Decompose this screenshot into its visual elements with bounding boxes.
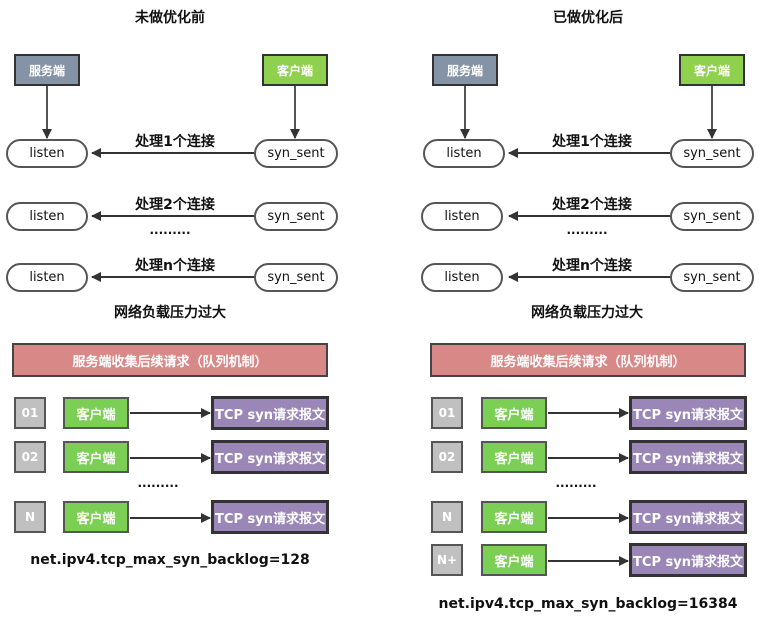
right-conn-2-label: 处理2个连接 xyxy=(552,197,632,213)
right-listen-2: listen xyxy=(421,202,503,231)
left-queue-dots: ········· xyxy=(137,479,179,493)
right-mid-dots: ········· xyxy=(566,226,608,240)
left-row-n-num: N xyxy=(14,501,46,533)
right-title: 已做优化后 xyxy=(553,10,623,26)
left-load-label: 网络负载压力过大 xyxy=(114,305,226,321)
right-listen-1: listen xyxy=(423,139,505,168)
left-listen-1: listen xyxy=(6,139,88,168)
right-client-box: 客户端 xyxy=(679,54,745,86)
right-server-box: 服务端 xyxy=(432,54,498,86)
left-row-2-client: 客户端 xyxy=(63,441,129,473)
right-row-n-request: TCP syn请求报文 xyxy=(629,500,747,534)
right-queue-title: 服务端收集后续请求（队列机制） xyxy=(430,343,746,377)
left-row-1-num: 01 xyxy=(14,397,46,429)
left-server-box: 服务端 xyxy=(14,54,80,86)
right-row-2-request: TCP syn请求报文 xyxy=(629,440,747,474)
right-syn-1: syn_sent xyxy=(670,139,754,168)
right-row-1-client: 客户端 xyxy=(481,397,547,429)
right-queue-dots: ········· xyxy=(555,479,597,493)
left-listen-2: listen xyxy=(6,202,88,231)
left-syn-n: syn_sent xyxy=(254,263,338,292)
right-conn-n-label: 处理n个连接 xyxy=(552,258,632,274)
left-row-n-request: TCP syn请求报文 xyxy=(211,500,329,534)
right-row-n-client: 客户端 xyxy=(481,501,547,533)
right-row-nplus-client: 客户端 xyxy=(481,544,547,576)
right-row-1-request: TCP syn请求报文 xyxy=(629,396,747,430)
left-row-n-client: 客户端 xyxy=(63,501,129,533)
left-conn-n-label: 处理n个连接 xyxy=(135,258,215,274)
right-row-n-num: N xyxy=(431,501,463,533)
left-row-1-client: 客户端 xyxy=(63,397,129,429)
left-syn-1: syn_sent xyxy=(254,139,338,168)
right-listen-n: listen xyxy=(421,263,503,292)
right-row-2-num: 02 xyxy=(431,441,463,473)
left-conn-1-label: 处理1个连接 xyxy=(135,134,215,150)
right-load-label: 网络负载压力过大 xyxy=(531,305,643,321)
right-row-nplus-num: N+ xyxy=(431,544,463,576)
left-queue-title: 服务端收集后续请求（队列机制） xyxy=(12,343,328,377)
left-mid-dots: ········· xyxy=(149,226,191,240)
left-conn-2-label: 处理2个连接 xyxy=(135,197,215,213)
right-setting: net.ipv4.tcp_max_syn_backlog=16384 xyxy=(438,596,738,612)
left-row-2-num: 02 xyxy=(14,441,46,473)
left-title: 未做优化前 xyxy=(135,10,205,26)
left-setting: net.ipv4.tcp_max_syn_backlog=128 xyxy=(30,552,310,568)
left-row-2-request: TCP syn请求报文 xyxy=(211,440,329,474)
left-client-box: 客户端 xyxy=(262,54,328,86)
right-row-1-num: 01 xyxy=(431,397,463,429)
right-syn-2: syn_sent xyxy=(670,202,754,231)
right-syn-n: syn_sent xyxy=(670,263,754,292)
right-row-2-client: 客户端 xyxy=(481,441,547,473)
left-syn-2: syn_sent xyxy=(254,202,338,231)
left-listen-n: listen xyxy=(6,263,88,292)
left-row-1-request: TCP syn请求报文 xyxy=(211,396,329,430)
right-row-nplus-request: TCP syn请求报文 xyxy=(629,543,747,577)
right-conn-1-label: 处理1个连接 xyxy=(552,134,632,150)
